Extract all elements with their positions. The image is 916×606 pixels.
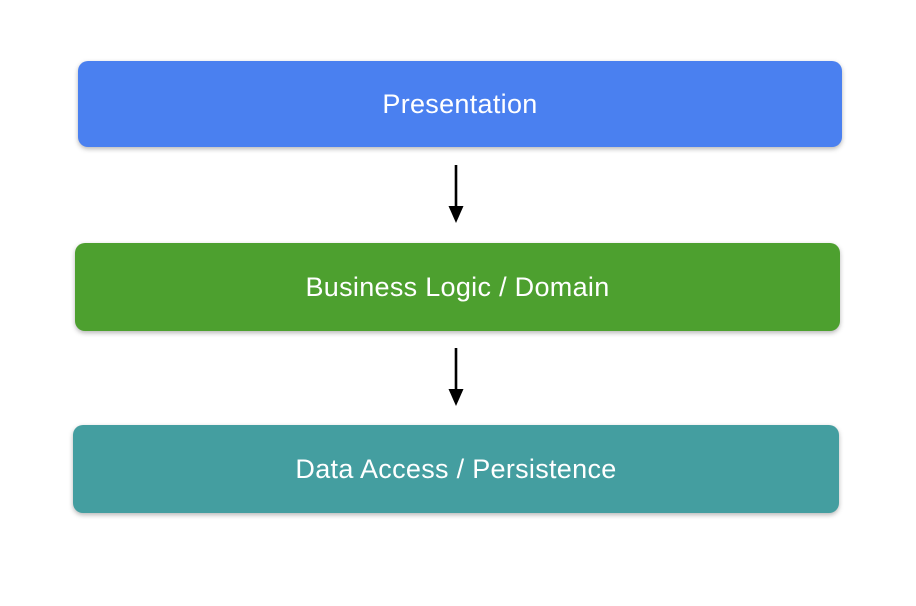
layer-box-data-access: Data Access / Persistence [73,425,839,513]
down-arrow-business-to-data [447,348,465,406]
down-arrow-icon [448,348,464,406]
layer-label-data-access: Data Access / Persistence [295,453,617,484]
layer-label-presentation: Presentation [382,88,538,119]
layer-box-presentation: Presentation [78,61,842,147]
down-arrow-presentation-to-business [447,165,465,223]
layer-label-business-logic: Business Logic / Domain [305,271,610,302]
layer-box-business-logic: Business Logic / Domain [75,243,840,331]
down-arrow-icon [448,165,464,223]
